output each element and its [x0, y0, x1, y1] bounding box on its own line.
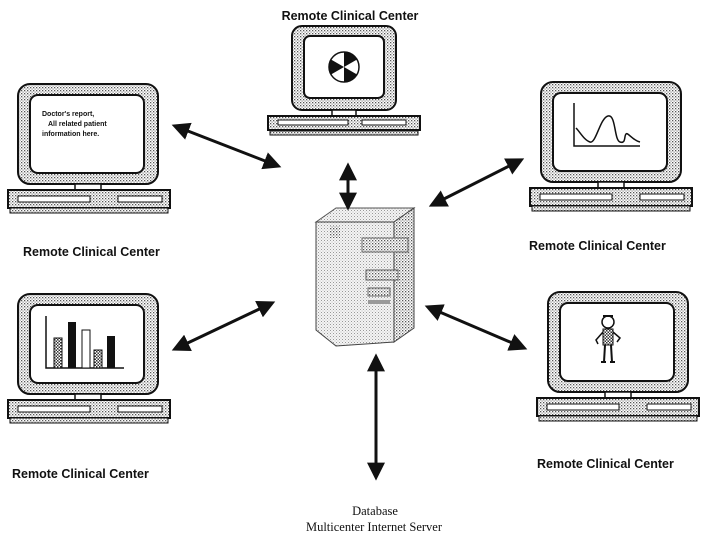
- screen-text-line1: Doctor's report,: [42, 111, 94, 118]
- computer-left-lower: [7, 293, 171, 424]
- arrow-right-upper: [428, 158, 525, 207]
- computer-right-upper: [529, 81, 693, 212]
- pie-chart-icon: [328, 51, 360, 83]
- label-left-upper: Remote Clinical Center: [23, 245, 160, 259]
- server-label-line2: Multicenter Internet Server: [306, 520, 443, 534]
- arrow-left-lower: [171, 301, 276, 351]
- screen-text-line3: information here.: [42, 131, 99, 138]
- computer-top: [267, 25, 421, 136]
- bar-chart-icon: [45, 316, 124, 369]
- arrow-left-upper: [171, 122, 282, 170]
- doctor-report-text: Doctor's report, All related patient inf…: [42, 111, 107, 138]
- computer-left-upper: Doctor's report, All related patient inf…: [7, 83, 171, 214]
- line-graph-icon: [573, 103, 641, 147]
- person-figure-icon: [595, 315, 622, 363]
- server-label-line1: Database: [352, 504, 398, 518]
- label-left-lower: Remote Clinical Center: [12, 467, 149, 481]
- label-top: Remote Clinical Center: [282, 9, 419, 23]
- server-tower-icon: [314, 207, 416, 347]
- computer-right-lower: [536, 291, 700, 422]
- label-right-lower: Remote Clinical Center: [537, 457, 674, 471]
- label-right-upper: Remote Clinical Center: [529, 239, 666, 253]
- arrow-right-lower: [424, 304, 528, 351]
- screen-text-line2: All related patient: [48, 121, 107, 128]
